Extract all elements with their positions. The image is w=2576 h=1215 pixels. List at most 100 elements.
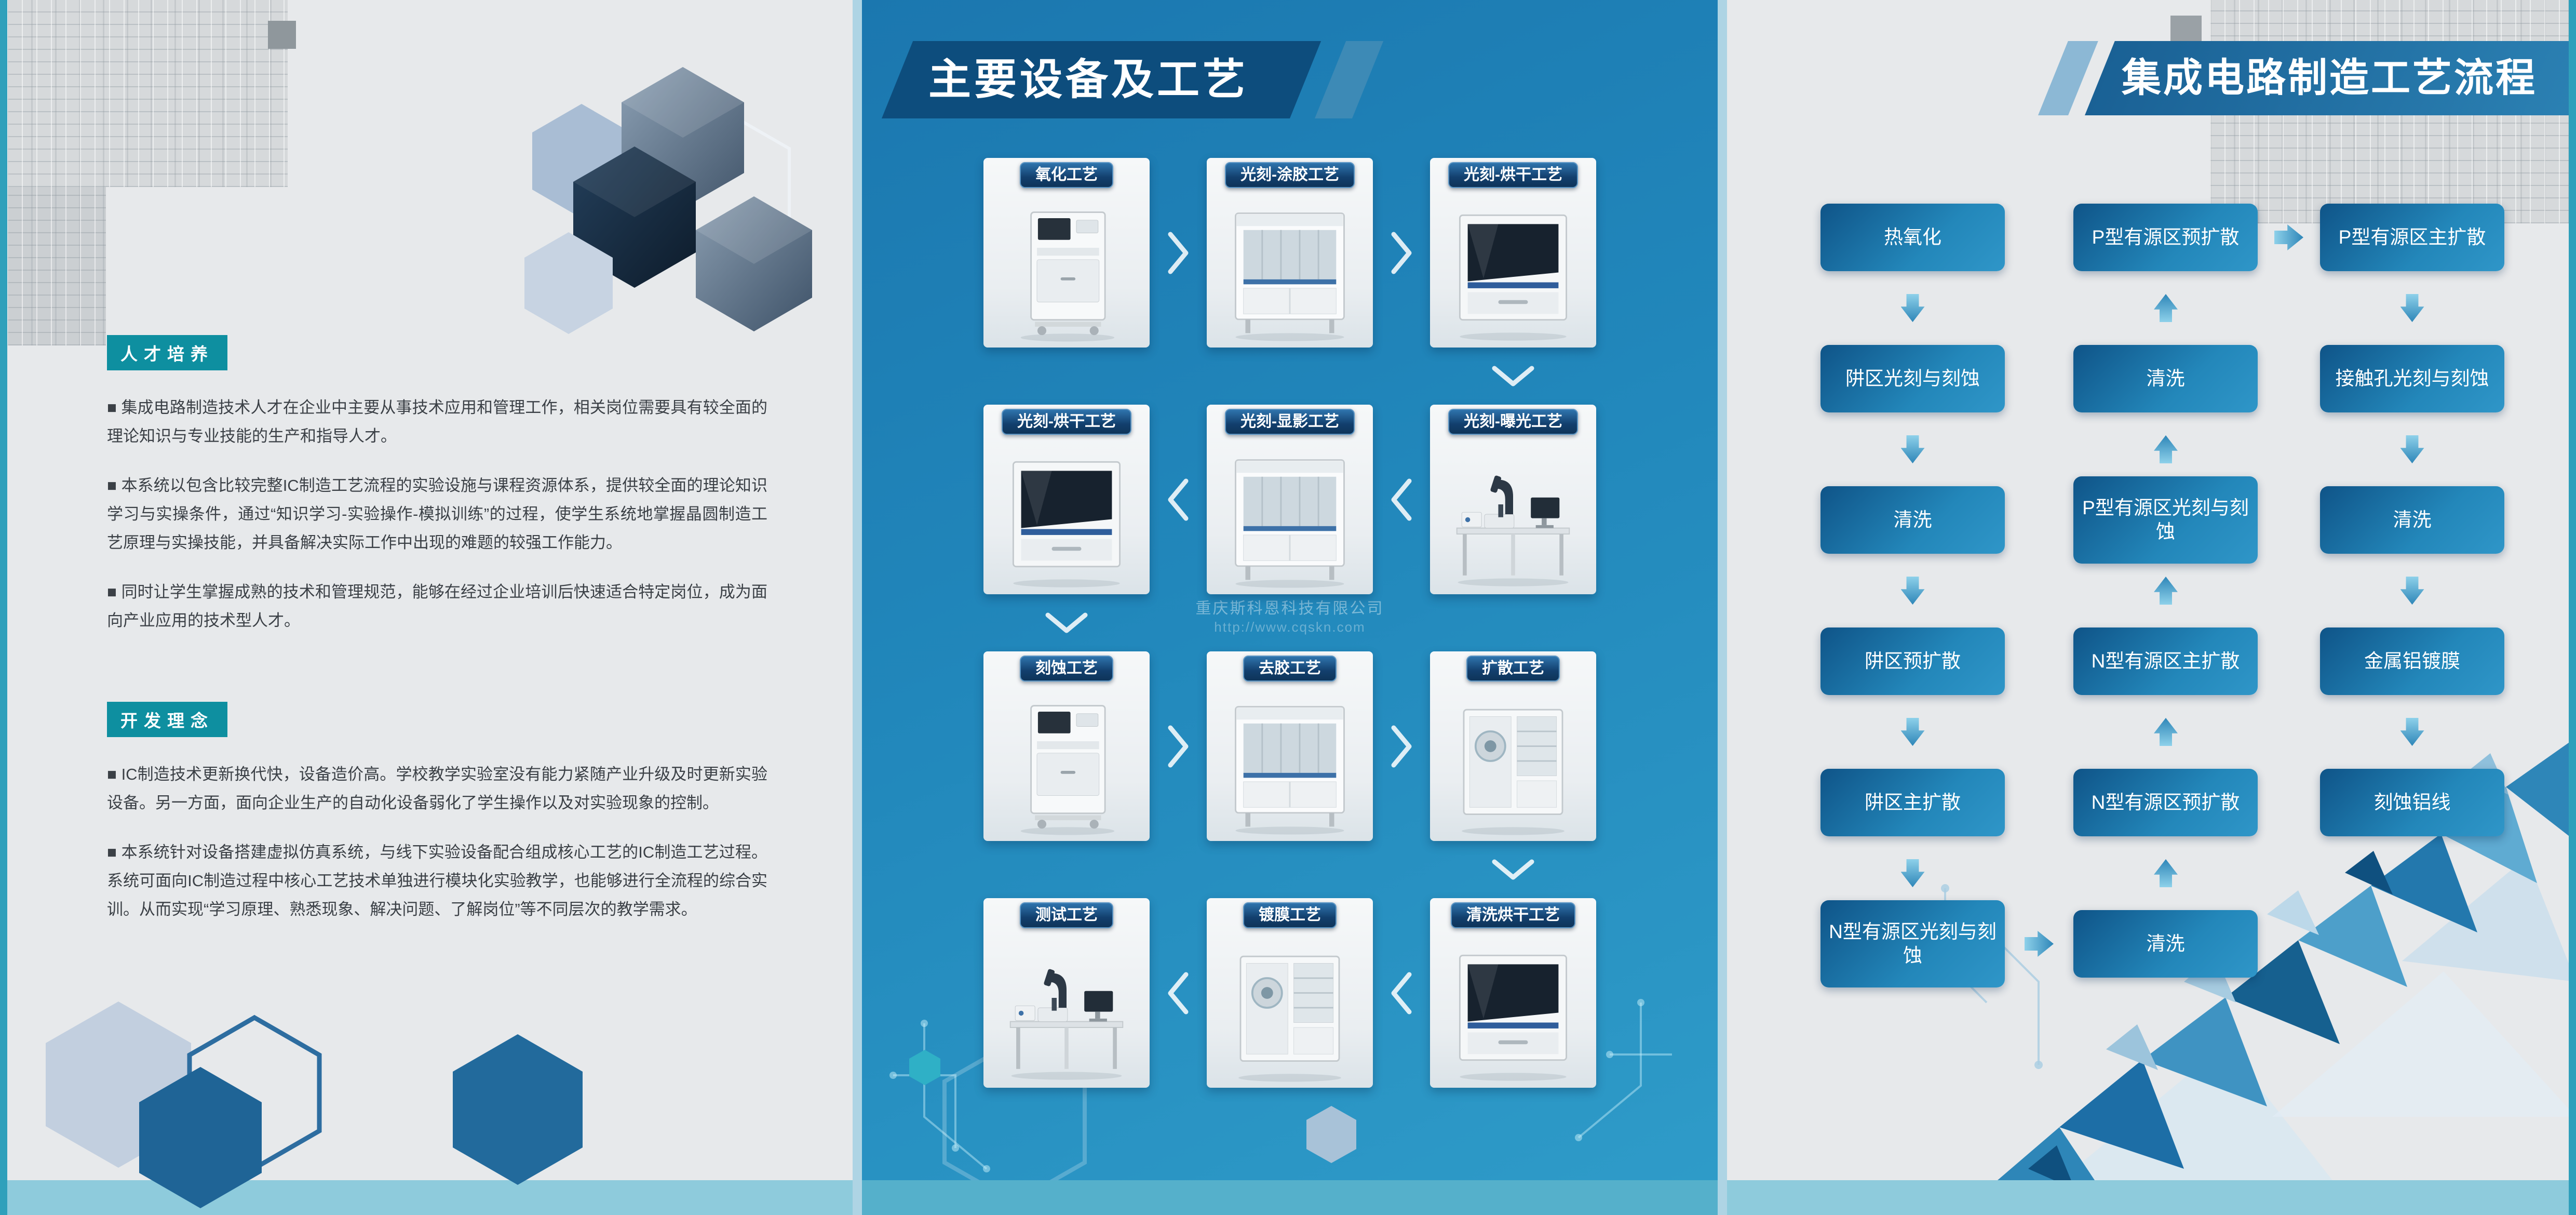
circuit-board-photo-left-lower <box>7 187 106 345</box>
photo-hexagon-lab <box>573 146 696 288</box>
flow-arrow-down <box>2400 718 2424 746</box>
equipment-label: 扩散工艺 <box>1466 656 1560 682</box>
equipment-photo-darkhood <box>1439 198 1587 346</box>
flow-chevron-left <box>1150 898 1207 1088</box>
flow-arrow-down <box>2400 294 2424 322</box>
equipment-photo-darkhood <box>1439 939 1587 1087</box>
section-badge: 人才培养 <box>107 335 227 370</box>
right-title: 集成电路制造工艺流程 <box>2122 56 2537 100</box>
flow-arrow-down <box>2400 435 2424 463</box>
equipment-photo-bench <box>1439 445 1587 593</box>
bottom-band-middle <box>862 1180 1718 1215</box>
flow-arrow-down <box>1900 435 1925 463</box>
left-edge-strip <box>0 0 7 1215</box>
flow-arrow-up <box>2154 859 2178 887</box>
bottom-band-right <box>1727 1180 2569 1215</box>
body-paragraph: ■ IC制造技术更新换代快，设备造价高。学校教学实验室没有能力紧随产业升级及时更… <box>107 765 767 812</box>
equipment-card: 刻蚀工艺 <box>983 651 1150 841</box>
right-edge-strip <box>2569 0 2576 1215</box>
flow-arrow-down <box>1900 859 1925 887</box>
flow-box: 阱区光刻与刻蚀 <box>1820 345 2005 412</box>
flow-chevron-right <box>1150 158 1207 348</box>
equipment-label: 氧化工艺 <box>1020 162 1113 188</box>
equipment-card: 光刻-烘干工艺 <box>1430 158 1596 348</box>
equipment-photo-cabinet <box>993 692 1141 840</box>
equipment-card: 氧化工艺 <box>983 158 1150 348</box>
equipment-card: 光刻-曝光工艺 <box>1430 405 1596 594</box>
flow-chevron-left <box>1373 898 1430 1088</box>
watermark-company: 重庆斯科恩科技有限公司 <box>1195 600 1384 617</box>
equipment-grid: 氧化工艺光刻-涂胶工艺光刻-烘干工艺光刻-烘干工艺光刻-显影工艺光刻-曝光工艺刻… <box>983 158 1596 1088</box>
flow-chevron-right <box>1150 651 1207 841</box>
flow-box: P型有源区主扩散 <box>2320 204 2504 271</box>
flow-box: N型有源区预扩散 <box>2073 769 2258 836</box>
photo-hexagon-office <box>696 196 812 331</box>
flow-arrow-down <box>2400 577 2424 605</box>
flow-box: 阱区预扩散 <box>1820 627 2005 695</box>
equipment-label: 光刻-曝光工艺 <box>1448 409 1578 435</box>
equipment-label: 清洗烘干工艺 <box>1451 902 1575 928</box>
equipment-photo-cabinet <box>993 198 1141 346</box>
equipment-card: 去胶工艺 <box>1207 651 1373 841</box>
circuit-board-photo-top-left <box>7 0 288 187</box>
hexagon-photo-cluster <box>524 67 812 334</box>
equipment-photo-hood <box>1216 445 1364 593</box>
equipment-label: 光刻-显影工艺 <box>1225 409 1355 435</box>
gray-square-accent <box>268 21 296 49</box>
flow-box: 清洗 <box>1820 486 2005 554</box>
equipment-label: 光刻-烘干工艺 <box>1002 409 1131 435</box>
flow-arrow-up <box>2154 577 2178 605</box>
equipment-label: 镀膜工艺 <box>1243 902 1337 928</box>
bottom-band-left <box>7 1180 853 1215</box>
equipment-label: 刻蚀工艺 <box>1020 656 1113 682</box>
watermark-url: http://www.cqskn.com <box>1214 619 1366 635</box>
body-paragraph: ■ 同时让学生掌握成熟的技术和管理规范，能够在经过企业培训后快速适合特定岗位，成… <box>107 583 767 630</box>
left-section-2: 开发理念 ■ IC制造技术更新换代快，设备造价高。学校教学实验室没有能力紧随产业升… <box>107 702 767 944</box>
equipment-photo-coater <box>1216 939 1364 1087</box>
flow-arrow-up <box>2154 294 2178 322</box>
flow-box: 清洗 <box>2073 910 2258 978</box>
middle-title: 主要设备及工艺 <box>928 56 1249 103</box>
flow-arrow-down <box>1900 577 1925 605</box>
equipment-photo-coater <box>1439 692 1587 840</box>
flow-box: 阱区主扩散 <box>1820 769 2005 836</box>
flow-arrow-right <box>2025 931 2054 957</box>
equipment-card: 镀膜工艺 <box>1207 898 1373 1088</box>
geometric-shards-deco <box>1879 738 2576 1190</box>
flow-box: 清洗 <box>2320 486 2504 554</box>
equipment-card: 光刻-显影工艺 <box>1207 405 1373 594</box>
flow-arrow-down <box>1900 718 1925 746</box>
left-section-1: 人才培养 ■ 集成电路制造技术人才在企业中主要从事技术应用和管理工作，相关岗位需要… <box>107 335 767 656</box>
flow-chevron-down <box>983 594 1150 651</box>
equipment-card: 光刻-涂胶工艺 <box>1207 158 1373 348</box>
flow-box: 接触孔光刻与刻蚀 <box>2320 345 2504 412</box>
flow-arrow-up <box>2154 718 2178 746</box>
equipment-photo-darkhood <box>993 445 1141 593</box>
flow-chevron-right <box>1373 158 1430 348</box>
equipment-card: 扩散工艺 <box>1430 651 1596 841</box>
equipment-card: 光刻-烘干工艺 <box>983 405 1150 594</box>
body-paragraph: ■ 集成电路制造技术人才在企业中主要从事技术应用和管理工作，相关岗位需要具有较全… <box>107 398 767 445</box>
flow-chevron-left <box>1373 405 1430 594</box>
flow-box: P型有源区光刻与刻蚀 <box>2073 476 2258 564</box>
equipment-photo-hood <box>1216 198 1364 346</box>
flow-chevron-right <box>1373 651 1430 841</box>
hexagon-deco-bottom-left <box>46 1002 583 1208</box>
flow-arrow-right <box>2274 224 2303 250</box>
flow-box: N型有源区光刻与刻蚀 <box>1820 900 2005 987</box>
flow-chevron-down <box>1430 841 1596 898</box>
fold-strip-left <box>853 0 862 1215</box>
flow-box: 热氧化 <box>1820 204 2005 271</box>
flow-box: 金属铝镀膜 <box>2320 627 2504 695</box>
equipment-card: 清洗烘干工艺 <box>1430 898 1596 1088</box>
equipment-label: 测试工艺 <box>1020 902 1113 928</box>
flow-box: P型有源区预扩散 <box>2073 204 2258 271</box>
equipment-label: 光刻-烘干工艺 <box>1448 162 1578 188</box>
flow-chevron-down <box>1430 348 1596 405</box>
section-badge: 开发理念 <box>107 702 227 737</box>
flow-arrow-down <box>1900 294 1925 322</box>
fold-strip-right <box>1718 0 1727 1215</box>
equipment-photo-bench <box>993 939 1141 1087</box>
